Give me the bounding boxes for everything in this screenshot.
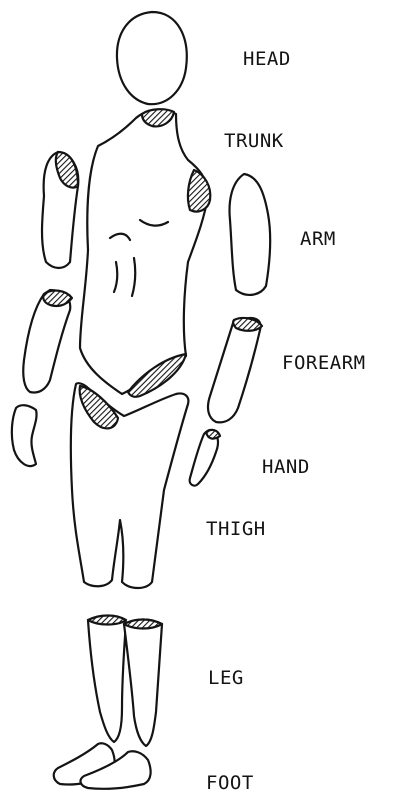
leg-left-joint [88,616,126,625]
leg-right-joint [124,620,162,629]
shoulder-joint [188,170,210,212]
label-thigh: THIGH [206,518,266,540]
label-head: HEAD [243,48,291,70]
forearm-right [208,318,261,422]
trunk-part [80,110,208,394]
label-leg: LEG [208,667,244,689]
hand-left [12,405,37,466]
label-trunk: TRUNK [224,130,284,152]
label-forearm: FOREARM [282,352,366,374]
label-foot: FOOT [206,772,254,794]
hand-right-joint [206,430,220,439]
label-arm: ARM [300,228,336,250]
leg-left [88,617,126,742]
head-part [117,12,187,104]
arm-right [230,174,271,295]
leg-right [124,620,162,747]
label-hand: HAND [262,456,310,478]
